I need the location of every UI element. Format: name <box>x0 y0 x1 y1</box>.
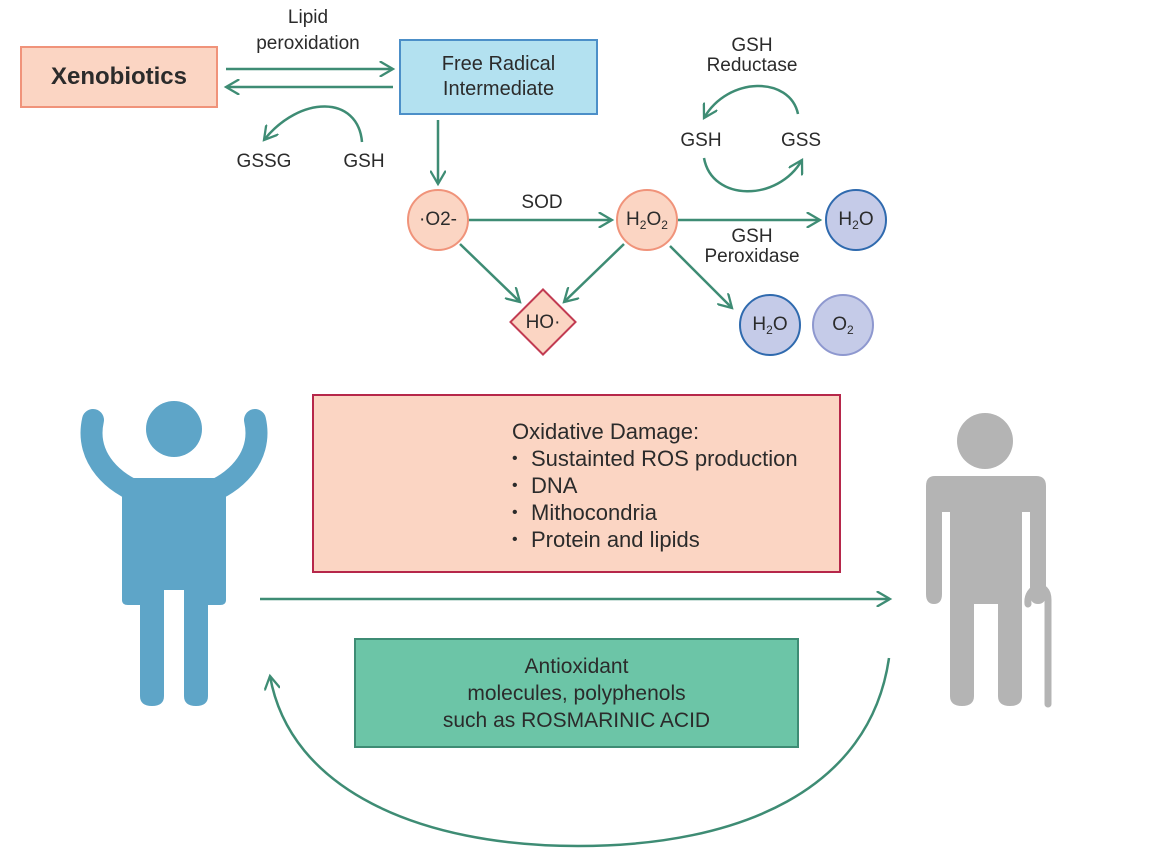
water-top-label: H2O <box>838 209 873 232</box>
gsh-reductase-line-1: GSH <box>731 35 773 56</box>
arrow-old-to-young <box>270 657 891 848</box>
antioxidant-box: Antioxidant molecules, polyphenols such … <box>354 638 799 748</box>
oxygen-node: O2 <box>812 294 874 356</box>
h2o2-node: H2O2 <box>616 189 678 251</box>
hydroxyl-diamond <box>509 288 577 356</box>
damage-item: Sustainted ROS production <box>512 445 798 472</box>
water-node-bottom: H2O <box>739 294 801 356</box>
arrow-gsh-to-gssg <box>264 105 364 143</box>
water-bottom-label: H2O <box>752 314 787 337</box>
water-node-top: H2O <box>825 189 887 251</box>
oxygen-sub: 2 <box>847 322 854 337</box>
arrow-gsh-to-gss <box>702 157 802 193</box>
free-radical-box: Free Radical Intermediate <box>399 39 598 115</box>
damage-item: Mithocondria <box>512 499 798 526</box>
arrow-o2-to-ho <box>459 243 520 302</box>
superoxide-label: ·O2- <box>419 209 457 230</box>
h2o2-h: H <box>626 208 640 230</box>
arrow-h2o2-to-products <box>669 245 732 308</box>
oxygen-o: O <box>832 313 848 335</box>
sod-label: SOD <box>521 192 563 213</box>
water-top-o: O <box>858 208 874 230</box>
water-top-sub: 2 <box>852 217 859 232</box>
gsh-peroxidase-label: GSH Peroxidase <box>690 227 814 267</box>
arrow-gss-to-gsh <box>704 84 800 118</box>
gsh-label: GSH <box>343 151 385 172</box>
arrow-h2o2-to-ho <box>564 243 625 302</box>
lipid-label-line-2: peroxidation <box>256 33 360 54</box>
water-bottom-o: O <box>772 313 788 335</box>
superoxide-node: ·O2- <box>407 189 469 251</box>
damage-item: DNA <box>512 472 798 499</box>
gsh-reductase-line-2: Reductase <box>706 55 798 76</box>
gsh-peroxidase-line-2: Peroxidase <box>704 246 800 267</box>
h2o2-sub-2: 2 <box>661 217 668 232</box>
gssg-label: GSSG <box>236 151 292 172</box>
water-top-h: H <box>838 208 853 230</box>
oxidative-damage-title: Oxidative Damage: <box>512 419 700 444</box>
antioxidant-line-1: Antioxidant <box>524 654 629 678</box>
xenobiotics-box: Xenobiotics <box>20 46 218 108</box>
h2o2-label: H2O2 <box>626 209 668 232</box>
antioxidant-line-2: molecules, polyphenols <box>467 681 686 705</box>
oxygen-label: O2 <box>832 314 853 337</box>
damage-item: Protein and lipids <box>512 526 798 553</box>
gsh-peroxidase-line-1: GSH <box>731 226 773 247</box>
oxidative-damage-text: Oxidative Damage: Sustainted ROS product… <box>512 418 798 553</box>
gsh-cycle-label: GSH <box>680 130 722 151</box>
gss-cycle-label: GSS <box>780 130 822 151</box>
lipid-label-line-1: Lipid <box>287 7 329 28</box>
h2o2-o: O <box>646 208 662 230</box>
free-radical-line-2: Intermediate <box>442 78 555 100</box>
lipid-peroxidation-label: Lipid peroxidation <box>238 5 378 57</box>
young-person-icon <box>80 401 268 706</box>
h2o2-sub-1: 2 <box>639 217 647 232</box>
old-person-icon <box>926 413 1052 708</box>
antioxidant-line-3: such as ROSMARINIC ACID <box>442 708 711 732</box>
free-radical-line-1: Free Radical <box>441 53 556 75</box>
hydroxyl-label: HO· <box>525 312 561 333</box>
xenobiotics-label: Xenobiotics <box>50 63 188 90</box>
water-bottom-h: H <box>752 313 767 335</box>
gsh-reductase-label: GSH Reductase <box>690 36 814 76</box>
oxidative-damage-list: Sustainted ROS production DNA Mithocondr… <box>512 445 798 553</box>
water-bottom-sub: 2 <box>766 322 773 337</box>
